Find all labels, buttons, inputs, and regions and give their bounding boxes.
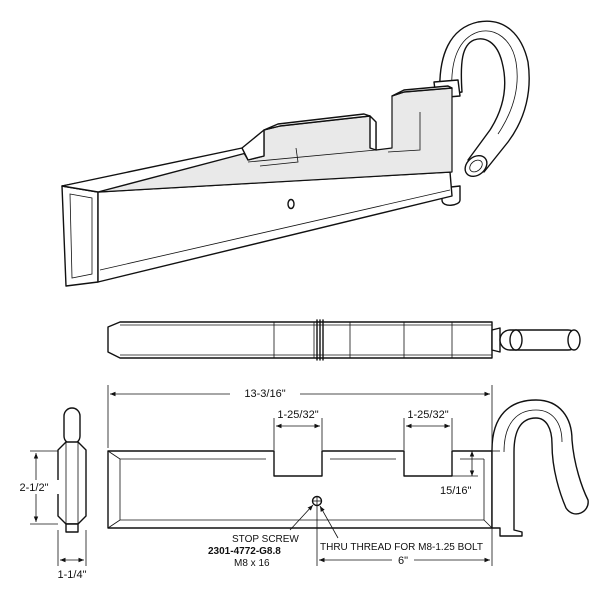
dim-height: 2-1/2" <box>10 450 60 525</box>
thru-thread-note: THRU THREAD FOR M8-1.25 BOLT <box>320 542 483 553</box>
stop-screw-part: 2301-4772-G8.8 <box>208 546 281 557</box>
screw-offset-label: 6" <box>398 555 408 567</box>
dim-slot-width-1: 1-25/32" <box>273 409 323 450</box>
stop-screw-label: STOP SCREW <box>232 534 299 545</box>
iso-screw-hole <box>287 198 295 210</box>
overall-length-label: 13-3/16" <box>244 388 285 400</box>
front-hook <box>491 399 589 537</box>
iso-end-face <box>61 185 99 287</box>
slot-width-1-label: 1-25/32" <box>277 409 318 421</box>
slot-depth-label: 15/16" <box>440 485 472 497</box>
dim-screw-offset: 6" <box>316 506 493 567</box>
front-screw-hole <box>311 495 323 507</box>
isometric-view <box>61 20 530 287</box>
stop-screw-size: M8 x 16 <box>234 558 270 569</box>
slot-width-2-label: 1-25/32" <box>407 409 448 421</box>
front-view <box>107 399 589 537</box>
leader-lines <box>289 504 339 539</box>
end-view <box>57 407 87 533</box>
dim-overall-length: 13-3/16" <box>107 385 493 448</box>
thickness-label: 1-1/4" <box>58 569 87 581</box>
top-view <box>107 319 581 361</box>
dim-thickness: 1-1/4" <box>58 530 87 581</box>
dim-slot-depth: 15/16" <box>440 451 478 497</box>
height-label: 2-1/2" <box>20 482 49 494</box>
dim-slot-width-2: 1-25/32" <box>403 409 453 450</box>
